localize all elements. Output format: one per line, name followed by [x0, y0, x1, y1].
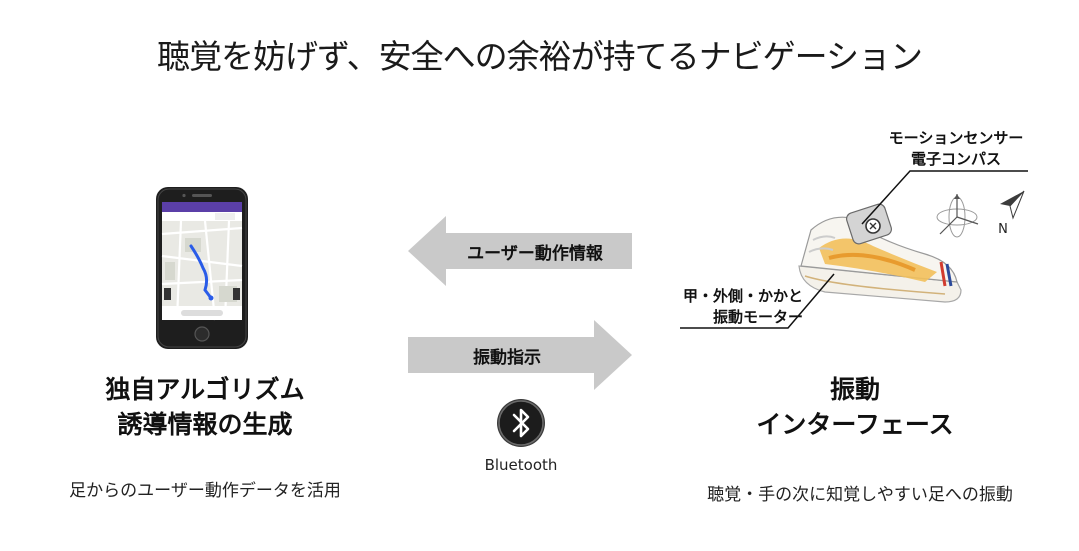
bottom-arrow-label: 振動指示 [473, 348, 541, 368]
top-arrow-label: ユーザー動作情報 [467, 244, 603, 264]
left-heading: 独自アルゴリズム 誘導情報の生成 [80, 372, 330, 442]
right-heading-line1: 振動 [829, 375, 880, 404]
left-heading-line1: 独自アルゴリズム [105, 375, 305, 404]
left-heading-line2: 誘導情報の生成 [117, 410, 293, 439]
motor-callout-line2: 振動モーター [712, 308, 803, 326]
sensor-callout-line1: モーションセンサー [888, 129, 1024, 147]
bluetooth-label: Bluetooth [484, 456, 558, 474]
bluetooth-icon [497, 399, 545, 447]
right-heading: 振動 インターフェース [730, 372, 980, 442]
sensor-callout: モーションセンサー 電子コンパス [884, 128, 1028, 170]
left-caption: 足からのユーザー動作データを活用 [69, 481, 341, 501]
compass-arrow-icon [1000, 190, 1025, 220]
motor-leader-line [680, 273, 835, 329]
motor-callout: 甲・外側・かかと 振動モーター [655, 286, 803, 328]
sensor-leader-line [861, 170, 1028, 225]
sneaker-icon [798, 203, 962, 303]
compass-north-label: N [998, 222, 1008, 237]
smartphone-icon [156, 187, 248, 349]
left-arrow-icon [408, 216, 632, 286]
motor-callout-line1: 甲・外側・かかと [682, 287, 803, 305]
right-caption: 聴覚・手の次に知覚しやすい足への振動 [707, 485, 1013, 505]
right-arrow-icon [408, 320, 632, 390]
slide-title: 聴覚を妨げず、安全への余裕が持てるナビゲーション [156, 37, 923, 76]
right-heading-line2: インターフェース [756, 410, 954, 439]
sensor-callout-line2: 電子コンパス [910, 150, 1001, 168]
motion-axes-icon [936, 194, 979, 238]
